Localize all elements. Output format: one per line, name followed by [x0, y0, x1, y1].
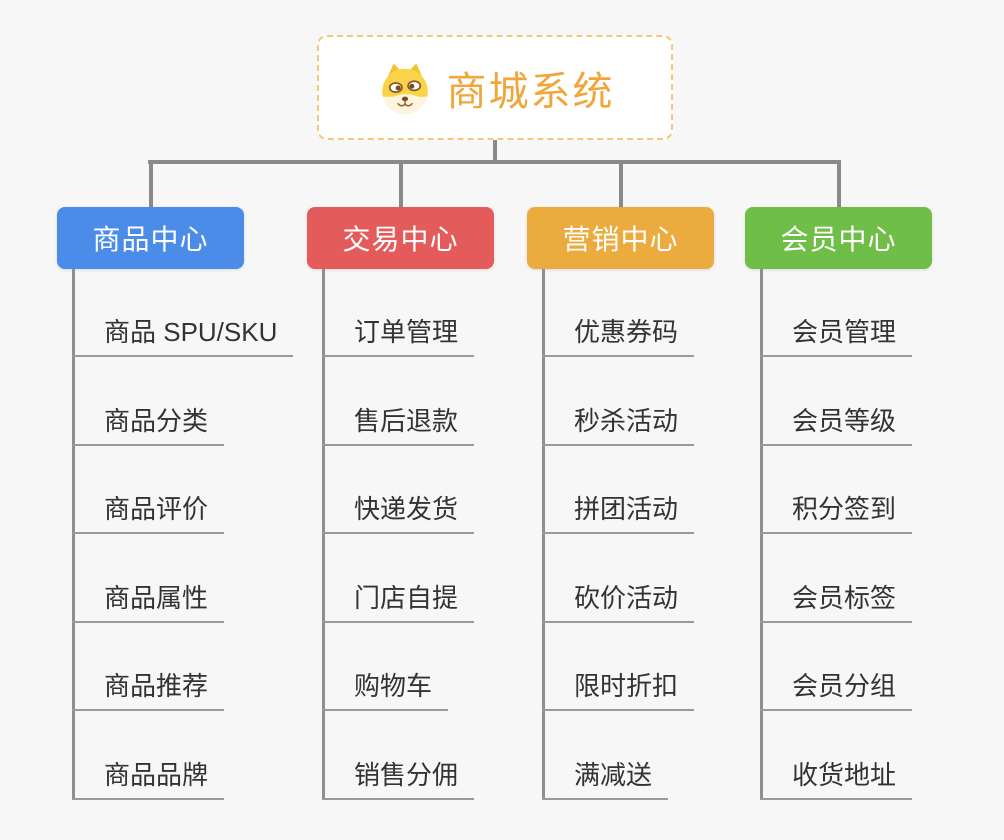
- branch-drop-connector-member-center: [836, 160, 841, 207]
- branch-trunk-connector-marketing-center: [542, 269, 545, 800]
- leaf-node-product-center-1[interactable]: 商品分类: [72, 406, 225, 446]
- leaf-node-marketing-center-4[interactable]: 限时折扣: [542, 671, 695, 711]
- branch-trunk-connector-member-center: [760, 269, 763, 800]
- leaf-node-product-center-0[interactable]: 商品 SPU/SKU: [72, 317, 294, 357]
- leaf-node-product-center-4[interactable]: 商品推荐: [72, 671, 225, 711]
- leaf-node-trade-center-3[interactable]: 门店自提: [322, 583, 475, 623]
- leaf-node-trade-center-1[interactable]: 售后退款: [322, 406, 475, 446]
- leaf-node-member-center-5[interactable]: 收货地址: [760, 760, 913, 800]
- branch-trunk-connector-product-center: [72, 269, 75, 800]
- root-title: 商城系统: [446, 69, 615, 114]
- branch-node-member-center[interactable]: 会员中心: [745, 207, 932, 269]
- root-stem-connector: [493, 140, 497, 161]
- leaf-node-trade-center-0[interactable]: 订单管理: [322, 317, 475, 357]
- leaf-node-marketing-center-5[interactable]: 满减送: [542, 760, 669, 800]
- doge-icon: [381, 63, 428, 114]
- branch-trunk-connector-trade-center: [322, 269, 325, 800]
- leaf-node-product-center-5[interactable]: 商品品牌: [72, 760, 225, 800]
- leaf-node-marketing-center-1[interactable]: 秒杀活动: [542, 406, 695, 446]
- leaf-node-trade-center-5[interactable]: 销售分佣: [322, 760, 475, 800]
- branch-drop-connector-marketing-center: [618, 160, 623, 207]
- branch-drop-connector-trade-center: [398, 160, 403, 207]
- leaf-node-member-center-4[interactable]: 会员分组: [760, 671, 913, 711]
- leaf-node-product-center-2[interactable]: 商品评价: [72, 494, 225, 534]
- leaf-node-product-center-3[interactable]: 商品属性: [72, 583, 225, 623]
- branch-node-trade-center[interactable]: 交易中心: [307, 207, 494, 269]
- branch-rail-connector: [148, 160, 841, 164]
- leaf-node-member-center-2[interactable]: 积分签到: [760, 494, 913, 534]
- branch-node-marketing-center[interactable]: 营销中心: [527, 207, 714, 269]
- leaf-node-marketing-center-3[interactable]: 砍价活动: [542, 583, 695, 623]
- leaf-node-member-center-3[interactable]: 会员标签: [760, 583, 913, 623]
- leaf-node-trade-center-4[interactable]: 购物车: [322, 671, 449, 711]
- leaf-node-marketing-center-2[interactable]: 拼团活动: [542, 494, 695, 534]
- leaf-node-trade-center-2[interactable]: 快递发货: [322, 494, 475, 534]
- root-node[interactable]: 商城系统: [317, 35, 673, 140]
- branch-node-product-center[interactable]: 商品中心: [57, 207, 244, 269]
- leaf-node-member-center-0[interactable]: 会员管理: [760, 317, 913, 357]
- leaf-node-marketing-center-0[interactable]: 优惠券码: [542, 317, 695, 357]
- leaf-node-member-center-1[interactable]: 会员等级: [760, 406, 913, 446]
- branch-drop-connector-product-center: [148, 160, 153, 207]
